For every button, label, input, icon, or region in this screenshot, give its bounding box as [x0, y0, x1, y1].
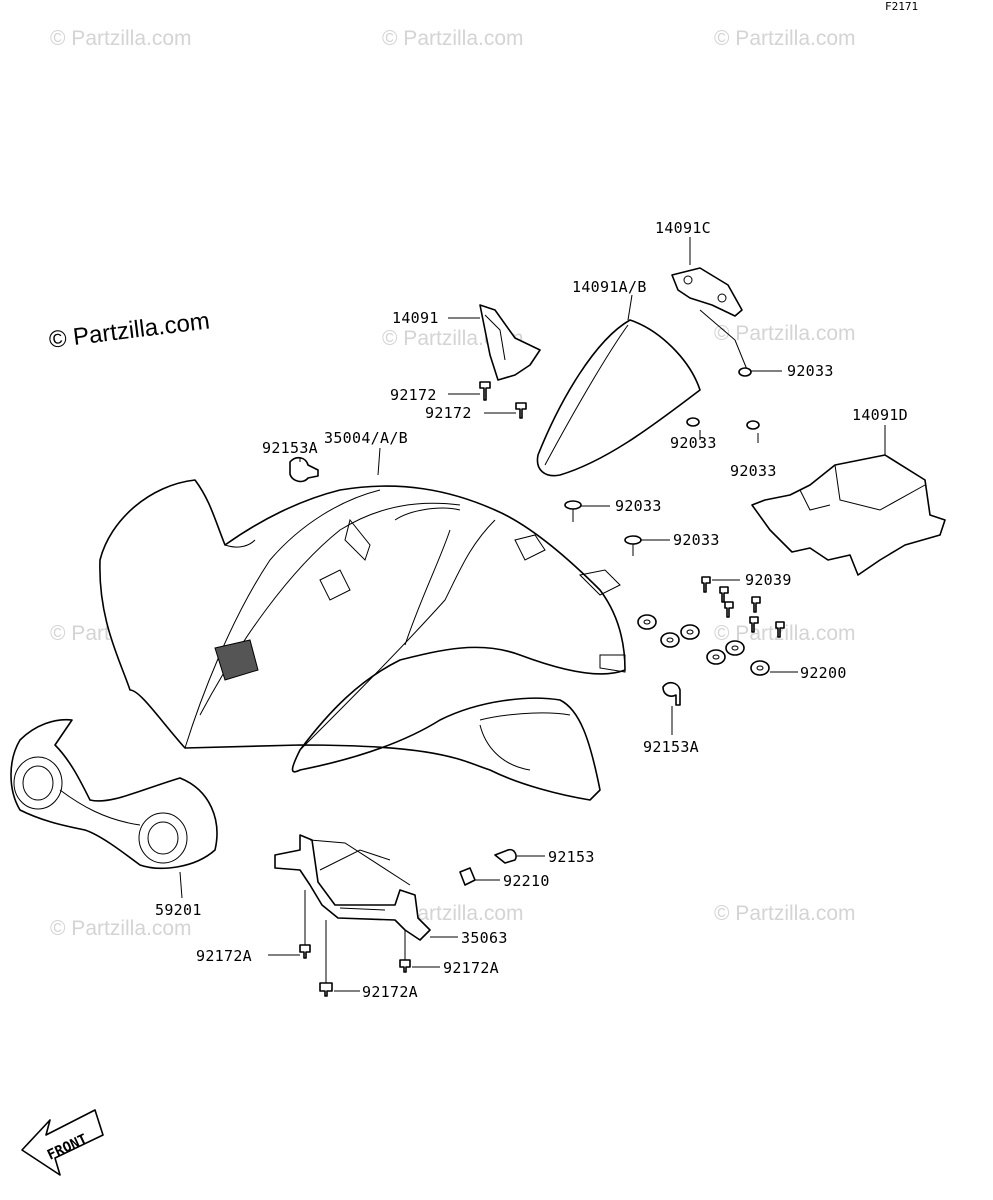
part-label-92033: 92033 — [673, 531, 720, 549]
cover-14091-drawing — [479, 304, 541, 381]
part-label-59201: 59201 — [155, 901, 202, 919]
part-label-92033: 92033 — [787, 362, 834, 380]
front-fender-drawing — [99, 479, 626, 801]
part-label-92153a: 92153A — [643, 738, 699, 756]
cover-14091ab-drawing — [536, 319, 701, 477]
part-labels: 14091C 14091A/B 14091 92033 92172 92172 … — [155, 219, 908, 1001]
part-label-35004ab: 35004/A/B — [324, 429, 408, 447]
watermark: © Partzilla.com — [382, 27, 524, 50]
figure-code: F2171 — [885, 0, 918, 13]
watermark: © Partzilla.com — [50, 917, 192, 940]
part-label-92033: 92033 — [670, 434, 717, 452]
cover-14091d-drawing — [751, 454, 946, 576]
part-label-92172a: 92172A — [362, 983, 418, 1001]
part-label-92210: 92210 — [503, 872, 550, 890]
leader-lines — [179, 237, 886, 992]
part-label-92033: 92033 — [730, 462, 777, 480]
stay-35063-drawing — [274, 834, 431, 941]
watermark: © Partzilla.com — [714, 902, 856, 925]
front-arrow-icon — [21, 1109, 104, 1176]
part-label-35063: 35063 — [461, 929, 508, 947]
bracket-14091c-drawing — [671, 267, 749, 373]
part-label-92033: 92033 — [615, 497, 662, 515]
front-arrow: FRONT — [21, 1109, 104, 1176]
watermark: © Partzilla.com — [714, 27, 856, 50]
part-label-92153a: 92153A — [262, 439, 318, 457]
part-label-92172a: 92172A — [196, 947, 252, 965]
watermark: © Partzilla.com — [714, 622, 856, 645]
part-label-92153: 92153 — [548, 848, 595, 866]
part-label-92172: 92172 — [390, 386, 437, 404]
part-label-14091d: 14091D — [852, 406, 908, 424]
part-label-92172: 92172 — [425, 404, 472, 422]
part-label-92039: 92039 — [745, 571, 792, 589]
part-label-14091c: 14091C — [655, 219, 711, 237]
watermark: © Partzilla.com — [714, 322, 856, 345]
watermark: © Partzilla.com — [50, 27, 192, 50]
headlight-housing-drawing — [10, 718, 218, 870]
part-label-92200: 92200 — [800, 664, 847, 682]
part-label-14091: 14091 — [392, 309, 439, 327]
part-label-14091ab: 14091A/B — [572, 278, 647, 296]
part-label-92172a: 92172A — [443, 959, 499, 977]
watermark-main: © Partzilla.com — [47, 307, 211, 354]
fasteners — [289, 367, 785, 997]
